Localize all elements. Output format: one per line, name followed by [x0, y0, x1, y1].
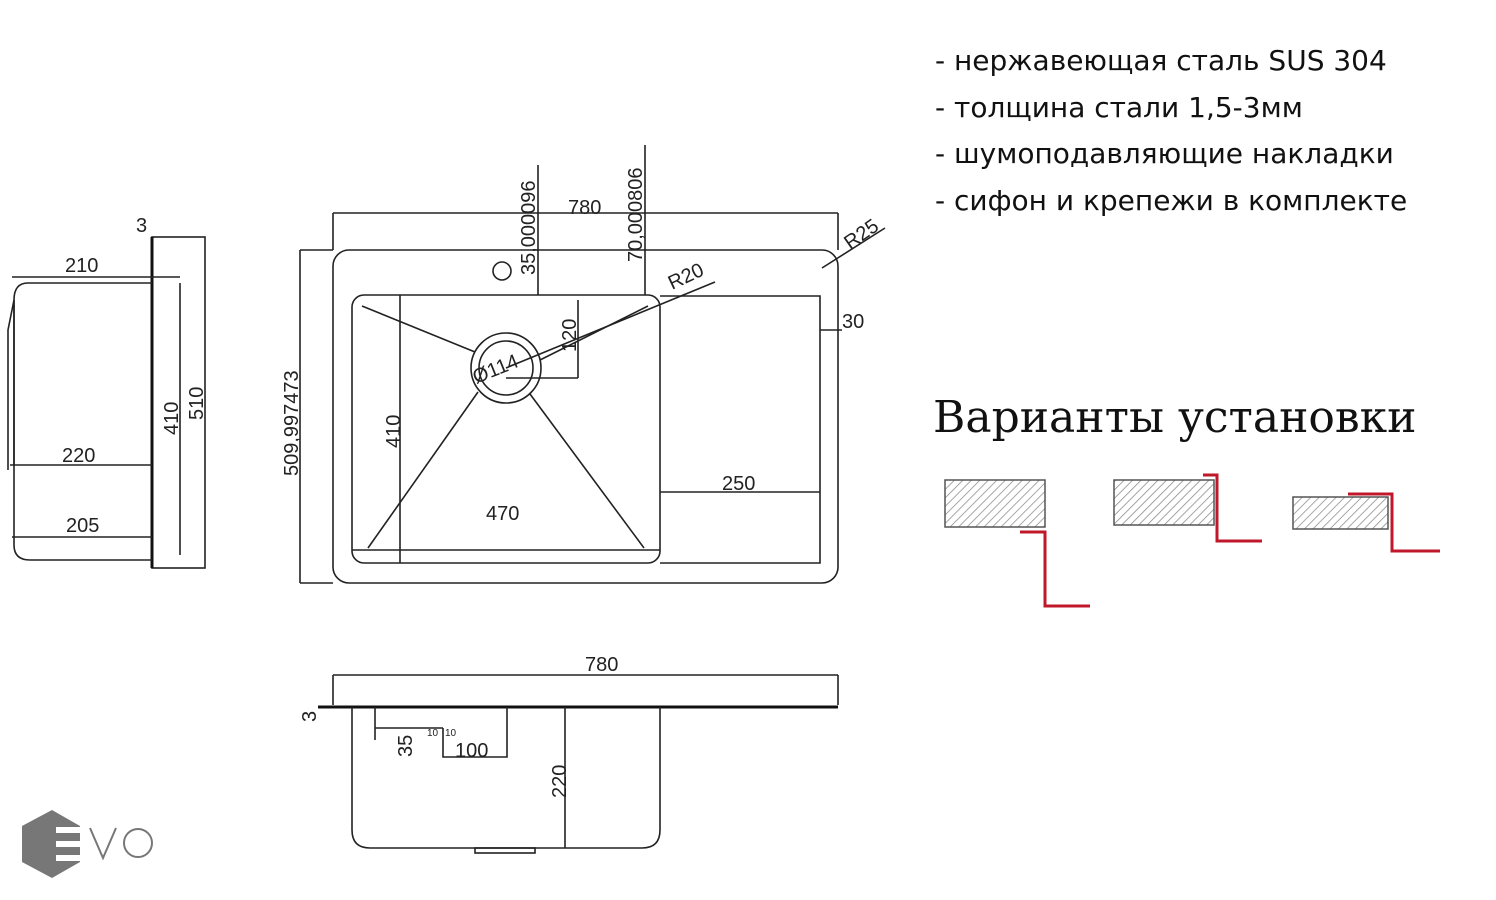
- dim-120: 120: [559, 319, 581, 352]
- dim-3-front: 3: [299, 711, 321, 722]
- front-view: 780 3 35 10 10 100 220: [299, 654, 839, 854]
- top-view: 780 35,000096 70,000806 R25 R20 30 120 Ø…: [281, 145, 886, 584]
- dim-780-front: 780: [585, 654, 618, 676]
- dim-10b: 10: [445, 728, 457, 739]
- dim-100: 100: [455, 740, 488, 762]
- spec-item: - шумоподавляющие накладки: [935, 137, 1394, 170]
- dim-35: 35,000096: [518, 180, 540, 275]
- dim-220: 220: [62, 445, 95, 467]
- dim-509: 509,997473: [281, 370, 303, 476]
- spec-item: - нержавеющая сталь SUS 304: [935, 44, 1387, 77]
- dim-410-top: 410: [383, 415, 405, 448]
- dim-410: 410: [161, 402, 183, 435]
- side-view: 3 210 410 510 220 205: [7, 215, 208, 569]
- install-options-heading: Варианты установки: [933, 392, 1416, 443]
- dim-510: 510: [186, 387, 208, 420]
- install-variant-overmount: [1292, 492, 1440, 553]
- dim-d114: Ø114: [470, 350, 522, 388]
- dim-250: 250: [722, 473, 755, 495]
- dim-30: 30: [842, 311, 864, 333]
- dim-r25: R25: [840, 215, 883, 254]
- dim-205: 205: [66, 515, 99, 537]
- dim-r20: R20: [665, 259, 708, 294]
- dim-220-front: 220: [549, 765, 571, 798]
- dim-780-top: 780: [568, 197, 601, 219]
- spec-list: - нержавеющая сталь SUS 304 - толщина ст…: [935, 44, 1407, 217]
- dim-3: 3: [136, 215, 147, 237]
- dim-210: 210: [65, 255, 98, 277]
- dim-10a: 10: [427, 728, 439, 739]
- install-variant-undermount: [944, 479, 1090, 608]
- spec-item: - толщина стали 1,5-3мм: [935, 91, 1303, 124]
- dim-35-front: 35: [395, 735, 417, 757]
- evo-logo: [22, 810, 153, 878]
- dim-70: 70,000806: [625, 167, 647, 262]
- install-variant-flush: [1113, 473, 1262, 543]
- dim-470: 470: [486, 503, 519, 525]
- spec-item: - сифон и крепежи в комплекте: [935, 184, 1407, 217]
